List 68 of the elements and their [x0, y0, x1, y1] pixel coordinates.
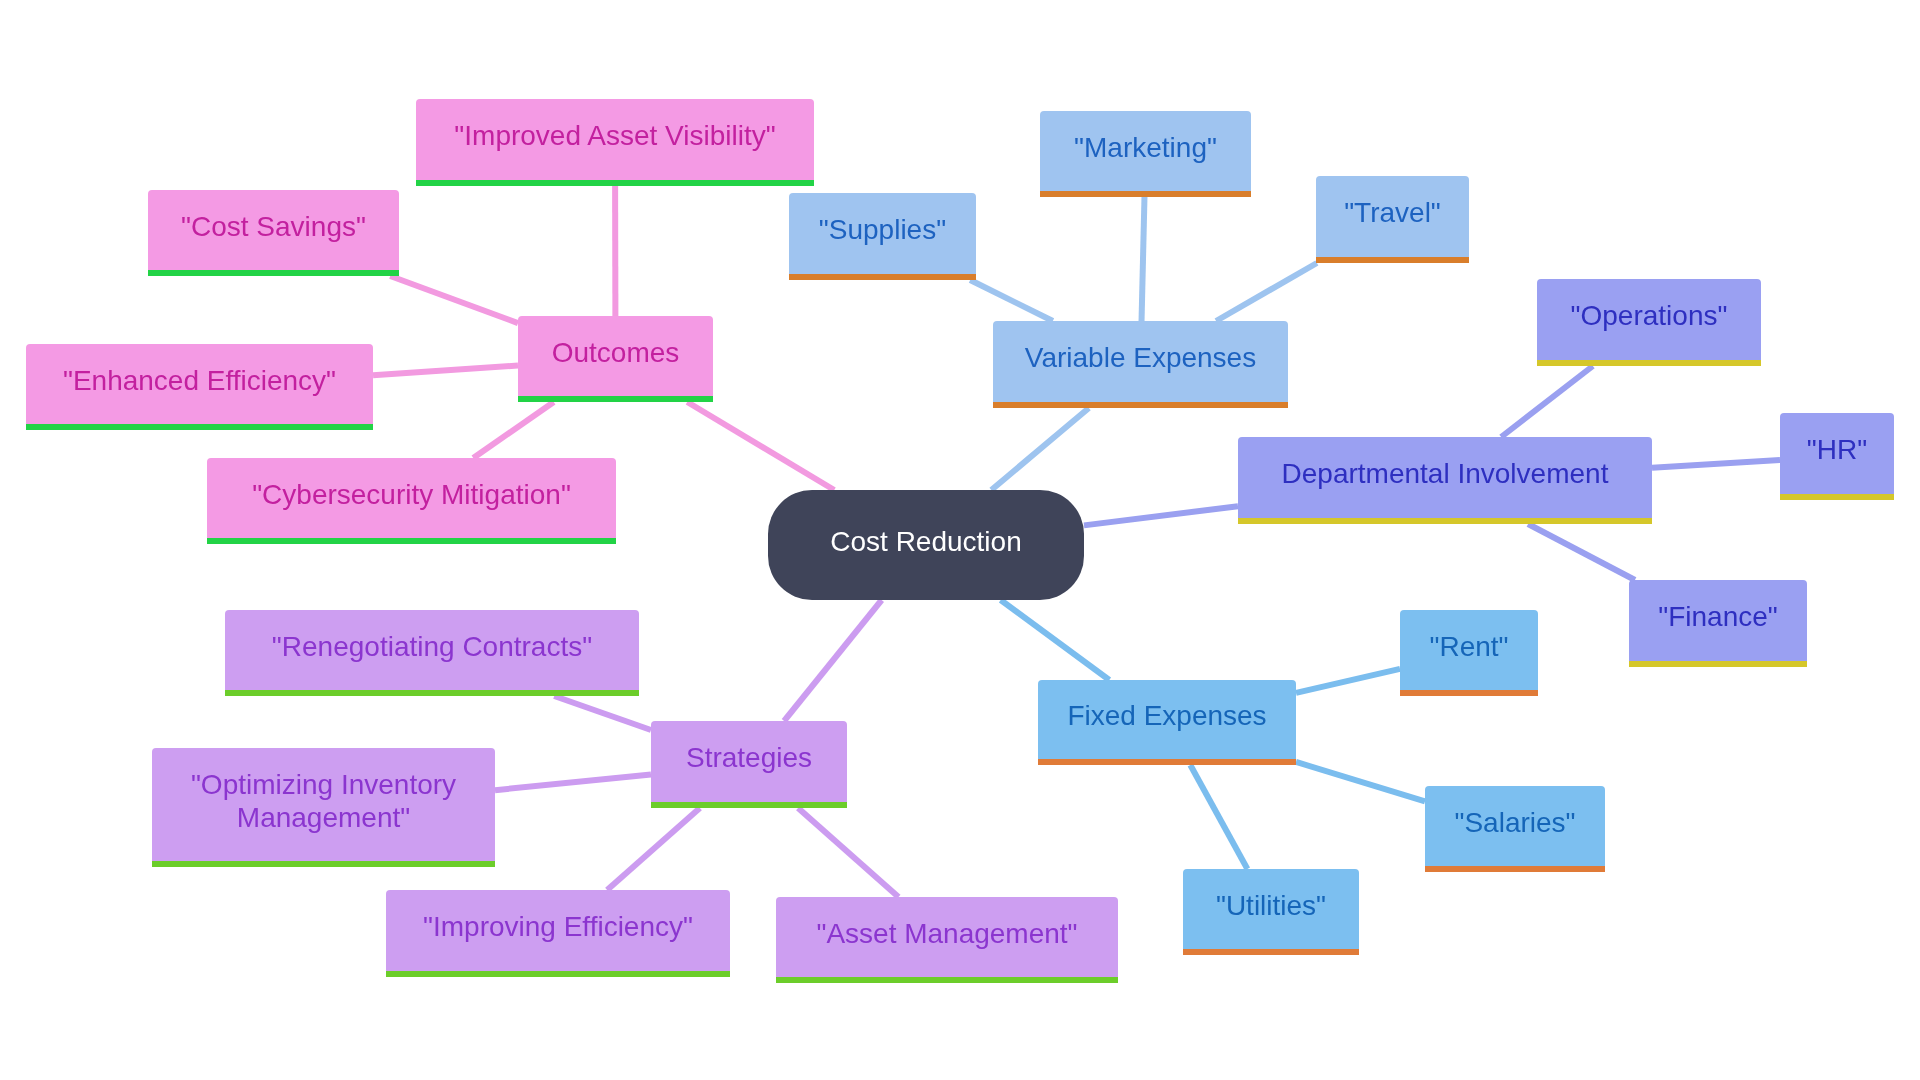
topic-label: Departmental Involvement [1281, 458, 1609, 491]
topic-label: "Improving Efficiency" [423, 911, 693, 944]
connector-line [553, 693, 652, 733]
connector-line [998, 597, 1112, 683]
topic-box [1400, 610, 1538, 696]
topic-box [518, 316, 713, 402]
connector-line [1295, 759, 1426, 805]
topic-box [152, 748, 495, 867]
topic-label: "Finance" [1658, 601, 1778, 634]
topic-label: "Optimizing Inventory Management" [189, 769, 458, 834]
topic-label: Strategies [685, 742, 813, 775]
topic-label: "HR" [1806, 434, 1868, 467]
connector-line [989, 405, 1091, 493]
topic-box [26, 344, 373, 430]
topic-label: "Cybersecurity Mitigation" [252, 478, 571, 512]
connector-line [1138, 196, 1148, 322]
connector-line [1187, 763, 1251, 871]
topic-box [1629, 580, 1807, 667]
topic-box [1038, 680, 1296, 765]
topic-label: "Asset Management" [816, 917, 1078, 951]
connector-line [389, 273, 520, 326]
connector-line [1651, 457, 1781, 471]
central-topic-pill [768, 490, 1084, 600]
connector-line [796, 805, 901, 900]
topic-label: "Rent" [1429, 630, 1509, 664]
topic-box [416, 99, 814, 186]
topic-box [1316, 176, 1469, 263]
topic-box [789, 193, 976, 280]
connector-line [372, 362, 519, 379]
topic-label: "Operations" [1570, 300, 1728, 333]
topic-box [1183, 869, 1359, 955]
topic-label: "Travel" [1344, 197, 1441, 230]
connector-line [781, 598, 884, 723]
connector-line [1295, 665, 1401, 696]
topic-label: "Renegotiating Contracts" [271, 630, 593, 664]
connector-line [968, 277, 1055, 324]
topic-label: "Enhanced Efficiency" [62, 364, 337, 398]
topic-label: "Utilities" [1215, 889, 1327, 923]
connector-line [1499, 363, 1595, 440]
topic-box [207, 458, 616, 544]
topic-box [225, 610, 639, 696]
connector-line [612, 186, 619, 316]
connector-line [605, 805, 702, 893]
connector-line [471, 399, 556, 461]
topic-box [1238, 437, 1652, 524]
topic-box [1537, 279, 1761, 366]
topic-label: "Cost Savings" [181, 210, 366, 244]
topic-box [993, 321, 1288, 408]
connector-line [494, 771, 652, 794]
topic-box [651, 721, 847, 808]
topic-label: Outcomes [551, 336, 680, 370]
topic-label: "Supplies" [818, 214, 947, 247]
topic-label: Cost Reduction [830, 525, 1022, 559]
topic-label: "Salaries" [1454, 806, 1576, 840]
topic-label: "Marketing" [1074, 131, 1217, 165]
topic-label: Fixed Expenses [1067, 700, 1267, 733]
topic-label: Variable Expenses [1024, 342, 1257, 375]
topic-label: "Improved Asset Visibility" [454, 120, 776, 153]
topic-box [386, 890, 730, 977]
connector-line [685, 399, 836, 493]
connector-line [1214, 260, 1319, 324]
topic-box [1780, 413, 1894, 500]
connector-line [1526, 521, 1637, 583]
connector-line [1083, 503, 1239, 529]
topic-box [148, 190, 399, 276]
topic-box [1040, 111, 1251, 197]
topic-box [1425, 786, 1605, 872]
topic-box [776, 897, 1118, 983]
